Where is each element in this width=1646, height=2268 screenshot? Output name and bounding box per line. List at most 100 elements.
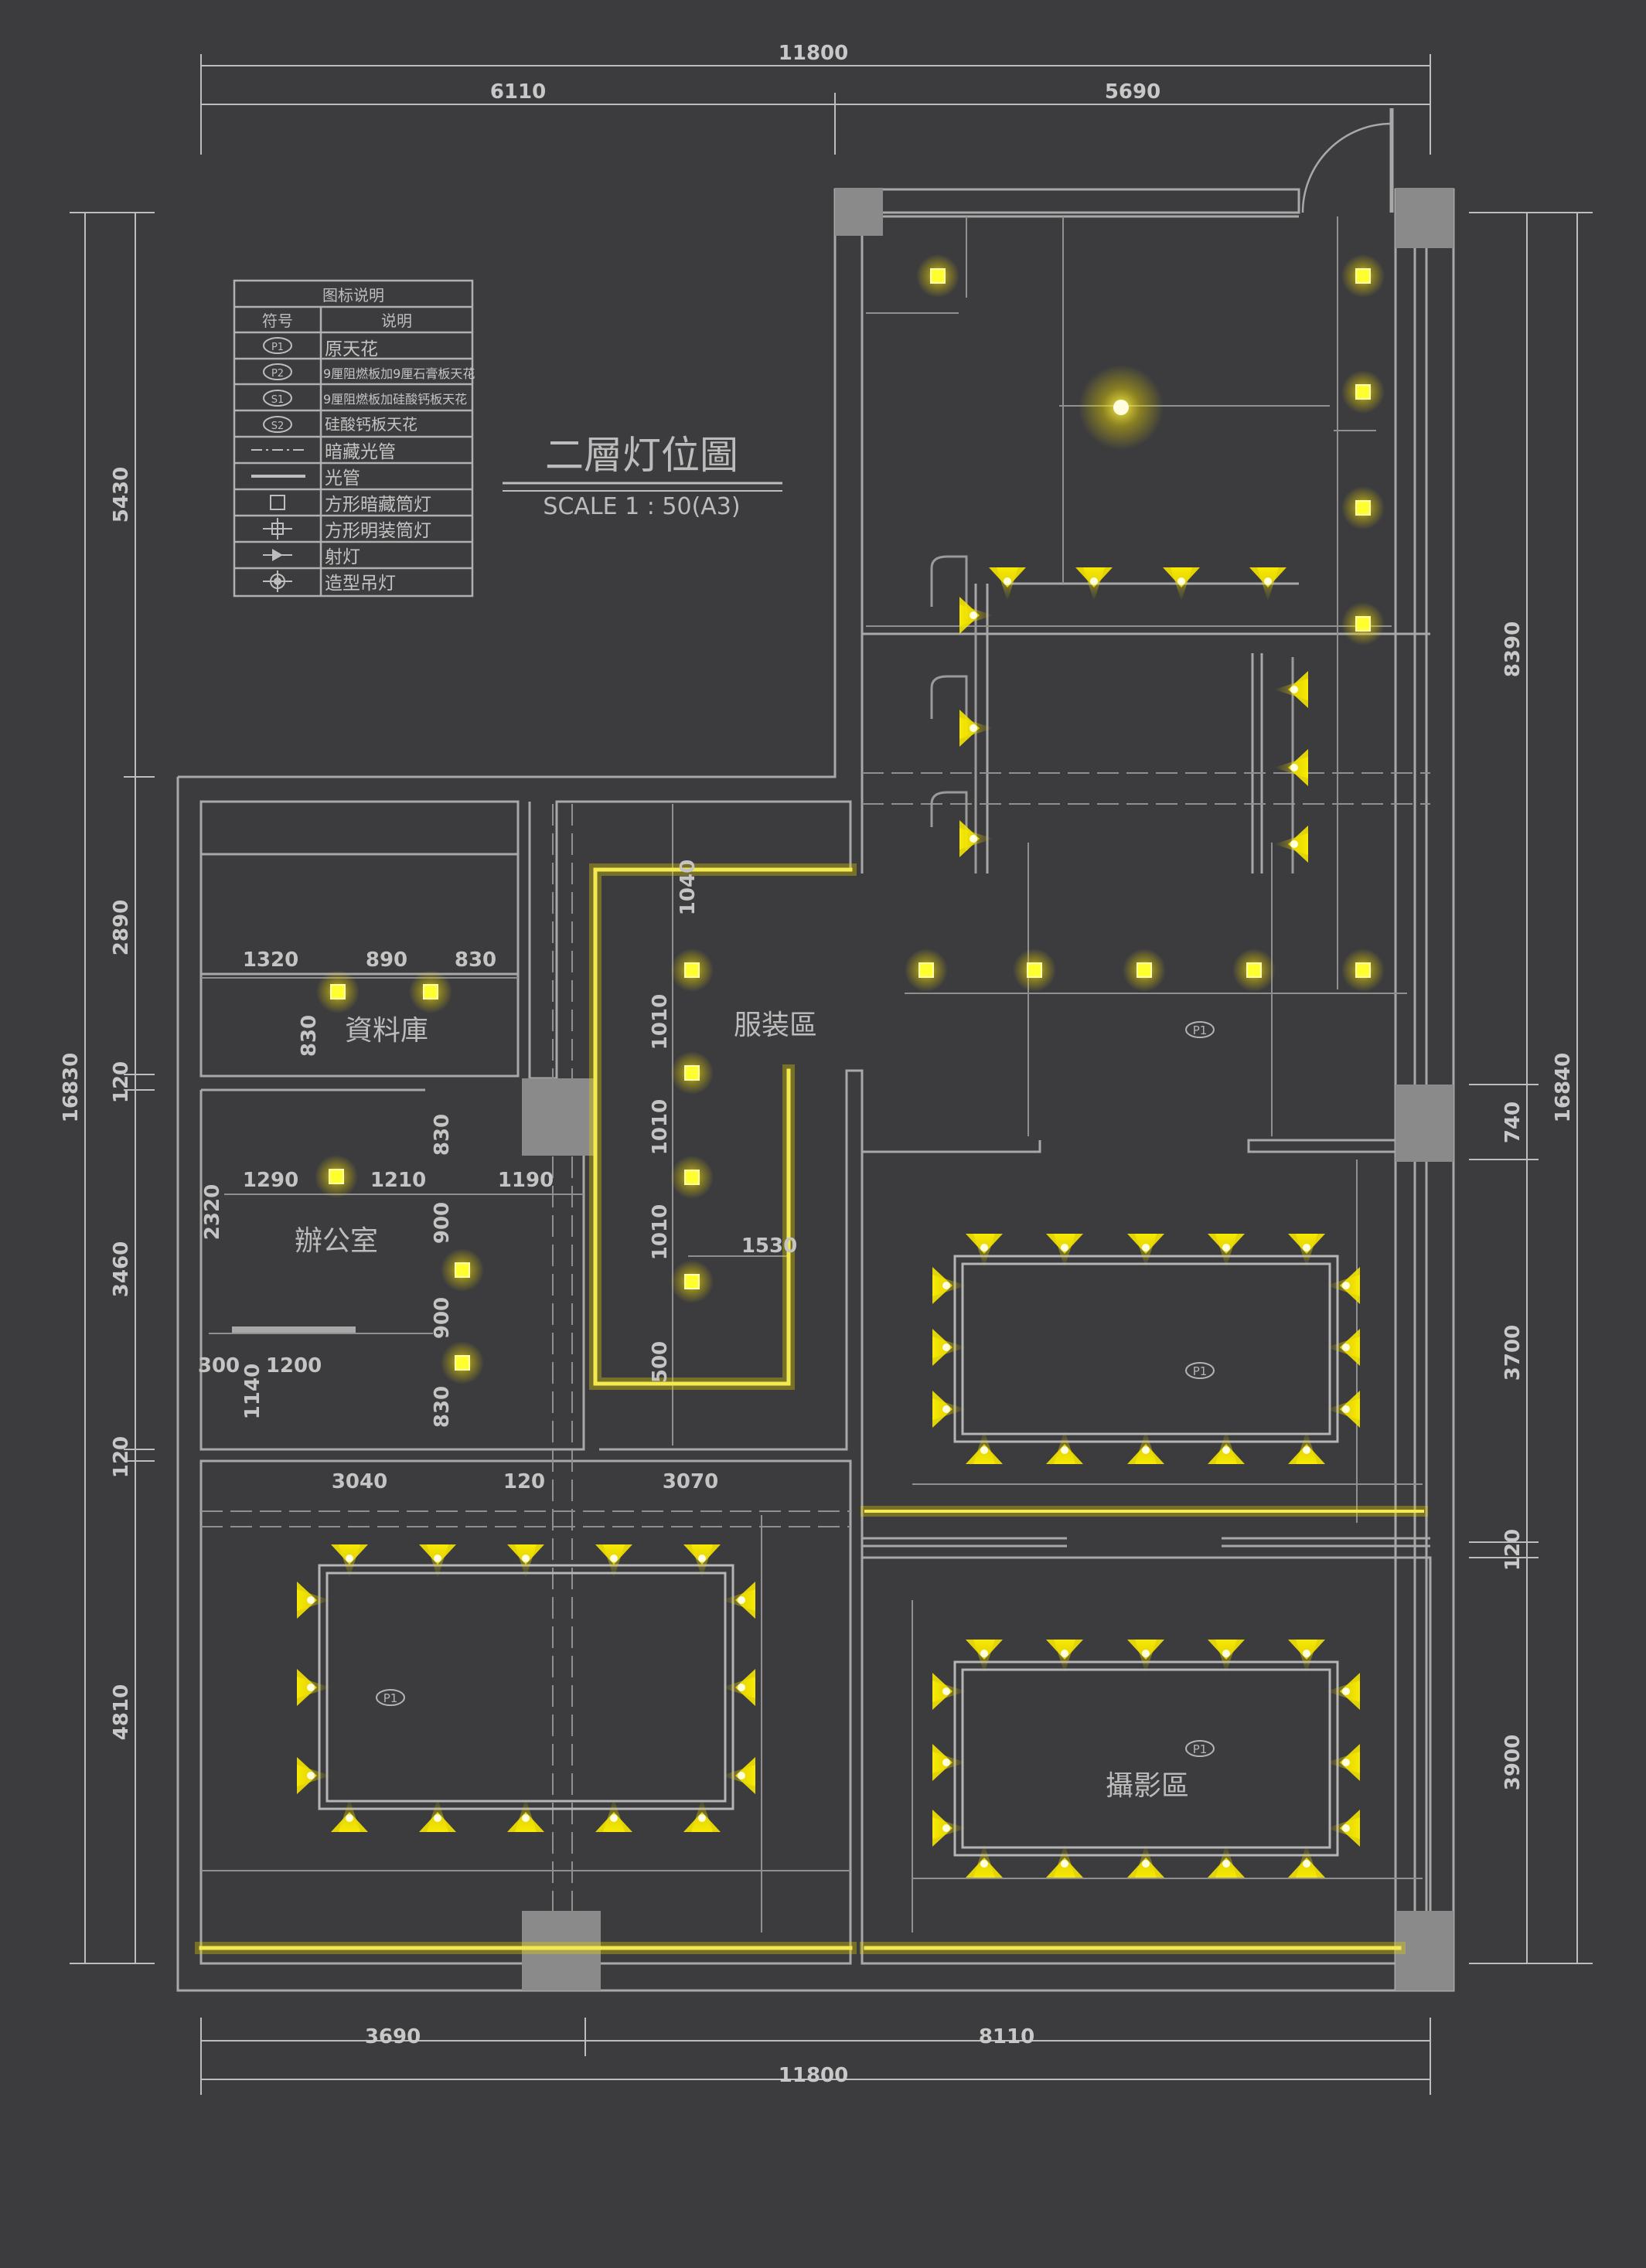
inner-dimensions: 1320 890 830 830 1290 1210 1190 2320 300… <box>198 860 797 1493</box>
spotlight <box>721 1757 755 1794</box>
dim-office-h: 2320 <box>201 1184 224 1240</box>
spotlight <box>297 1669 331 1706</box>
dim-bottom-total: 11800 <box>779 2064 848 2087</box>
downlight <box>1341 601 1385 646</box>
dim-office-v1: 830 <box>431 1114 454 1156</box>
spotlight <box>1208 1640 1245 1674</box>
dim-right-total: 16840 <box>1552 1053 1575 1122</box>
dim-cloth-v4: 500 <box>649 1341 672 1383</box>
dim-right-4: 120 <box>1501 1529 1525 1571</box>
spotlight <box>721 1669 755 1706</box>
dim-right-2: 740 <box>1501 1102 1525 1143</box>
walls <box>176 108 1455 1992</box>
construction-lines <box>201 216 1430 1979</box>
spotlight <box>1208 1430 1245 1464</box>
dim-bottom-left: 3690 <box>365 2025 421 2048</box>
spotlight <box>932 1744 966 1781</box>
spotlight <box>419 1798 456 1832</box>
right-column <box>1251 653 1263 873</box>
legend-desc-4: 硅酸钙板天花 <box>325 415 417 434</box>
spotlight <box>1288 1234 1325 1268</box>
ceiling-rect-lower-left <box>318 1564 734 1810</box>
legend-symbol-p2: P2 <box>271 368 284 380</box>
plan-scale: SCALE 1 : 50(A3) <box>543 493 740 520</box>
column <box>522 1911 601 1990</box>
column <box>522 1078 595 1156</box>
dim-left-3: 120 <box>110 1061 133 1103</box>
dim-lower-c: 3070 <box>663 1470 718 1493</box>
ceiling-tag: P1 <box>1193 1023 1208 1037</box>
right-mid-wall <box>862 1537 1430 1548</box>
room-archive: 資料庫 <box>345 1015 428 1047</box>
spotlight <box>932 1391 966 1428</box>
spotlight <box>1127 1640 1164 1674</box>
dim-office-d: 300 <box>198 1354 240 1377</box>
spotlight <box>1046 1844 1083 1878</box>
spotlight <box>595 1798 632 1832</box>
legend-desc-1: 原天花 <box>325 339 378 359</box>
spotlight <box>932 1673 966 1710</box>
spotlight <box>966 1234 1003 1268</box>
downlight <box>1341 254 1385 298</box>
legend-desc-2: 9厘阻燃板加9厘石膏板天花 <box>323 366 475 381</box>
legend-symbol-p1: P1 <box>271 342 284 353</box>
spotlight <box>932 1267 966 1304</box>
dim-office-e: 1200 <box>266 1354 322 1377</box>
archive-wall <box>199 800 520 1078</box>
lights-spots <box>297 567 1360 1878</box>
spotlight <box>1127 1844 1164 1878</box>
legend-col-symbol: 符号 <box>262 312 293 330</box>
right-room-top <box>1247 1139 1397 1153</box>
spotlight <box>1046 1234 1083 1268</box>
left-upper-wall <box>178 189 837 778</box>
room-photo: 攝影區 <box>1106 1770 1189 1802</box>
cloth-outer <box>599 1069 1041 1451</box>
spotlight <box>1208 1844 1245 1878</box>
ceiling-tag: P1 <box>1193 1364 1208 1378</box>
downlight <box>314 1154 359 1199</box>
room-labels: 資料庫 辦公室 服装區 攝影區 <box>295 1010 1189 1802</box>
downlight <box>1012 948 1057 993</box>
dim-cloth-w: 1530 <box>741 1234 797 1258</box>
spotlight <box>1326 1267 1360 1304</box>
spotlight <box>966 1430 1003 1464</box>
spotlight <box>297 1582 331 1619</box>
spotlight <box>1326 1391 1360 1428</box>
ceiling-rect-lower-right <box>953 1660 1339 1857</box>
light-strips <box>195 863 1428 1954</box>
legend-col-desc: 说明 <box>381 312 412 330</box>
downlight <box>915 254 960 298</box>
column <box>1396 1911 1453 1990</box>
spotlight <box>1326 1744 1360 1781</box>
downlight <box>1122 948 1167 993</box>
column <box>835 188 883 236</box>
legend-desc-3: 9厘阻燃板加硅酸钙板天花 <box>323 392 467 407</box>
dim-office-b: 1210 <box>370 1169 426 1192</box>
dim-bottom-right: 8110 <box>979 2025 1034 2048</box>
dim-right-1: 8390 <box>1501 621 1525 677</box>
dim-office-a: 1290 <box>243 1169 298 1192</box>
dim-left-total: 16830 <box>60 1053 83 1122</box>
legend-symbol-s2: S2 <box>271 421 285 432</box>
left-lower-wall <box>199 1459 852 1965</box>
legend-desc-9: 射灯 <box>325 547 360 567</box>
dim-archive-b: 890 <box>366 948 407 972</box>
dim-cloth-v0: 1040 <box>676 860 700 915</box>
spotlight <box>1326 1329 1360 1366</box>
dim-lower-b: 120 <box>503 1470 545 1493</box>
spotlight <box>1288 1430 1325 1464</box>
spotlight <box>932 1810 966 1847</box>
legend-desc-10: 造型吊灯 <box>325 574 396 594</box>
cloth-light-strip <box>589 863 857 1390</box>
dim-archive-h: 830 <box>298 1015 321 1057</box>
spotlight <box>1288 1844 1325 1878</box>
dim-office-v4: 830 <box>431 1386 454 1428</box>
legend-table: 图标说明 符号 说明 P1 P2 S1 S2 原天花 9厘阻燃板加9厘石膏板天花 <box>233 279 475 598</box>
spotlight <box>507 1798 544 1832</box>
downlight <box>315 969 360 1014</box>
dim-left-2: 2890 <box>110 900 133 955</box>
downlight <box>670 948 714 993</box>
room-office: 辦公室 <box>295 1225 378 1257</box>
downlight <box>904 948 949 993</box>
door-swing <box>1301 122 1393 213</box>
